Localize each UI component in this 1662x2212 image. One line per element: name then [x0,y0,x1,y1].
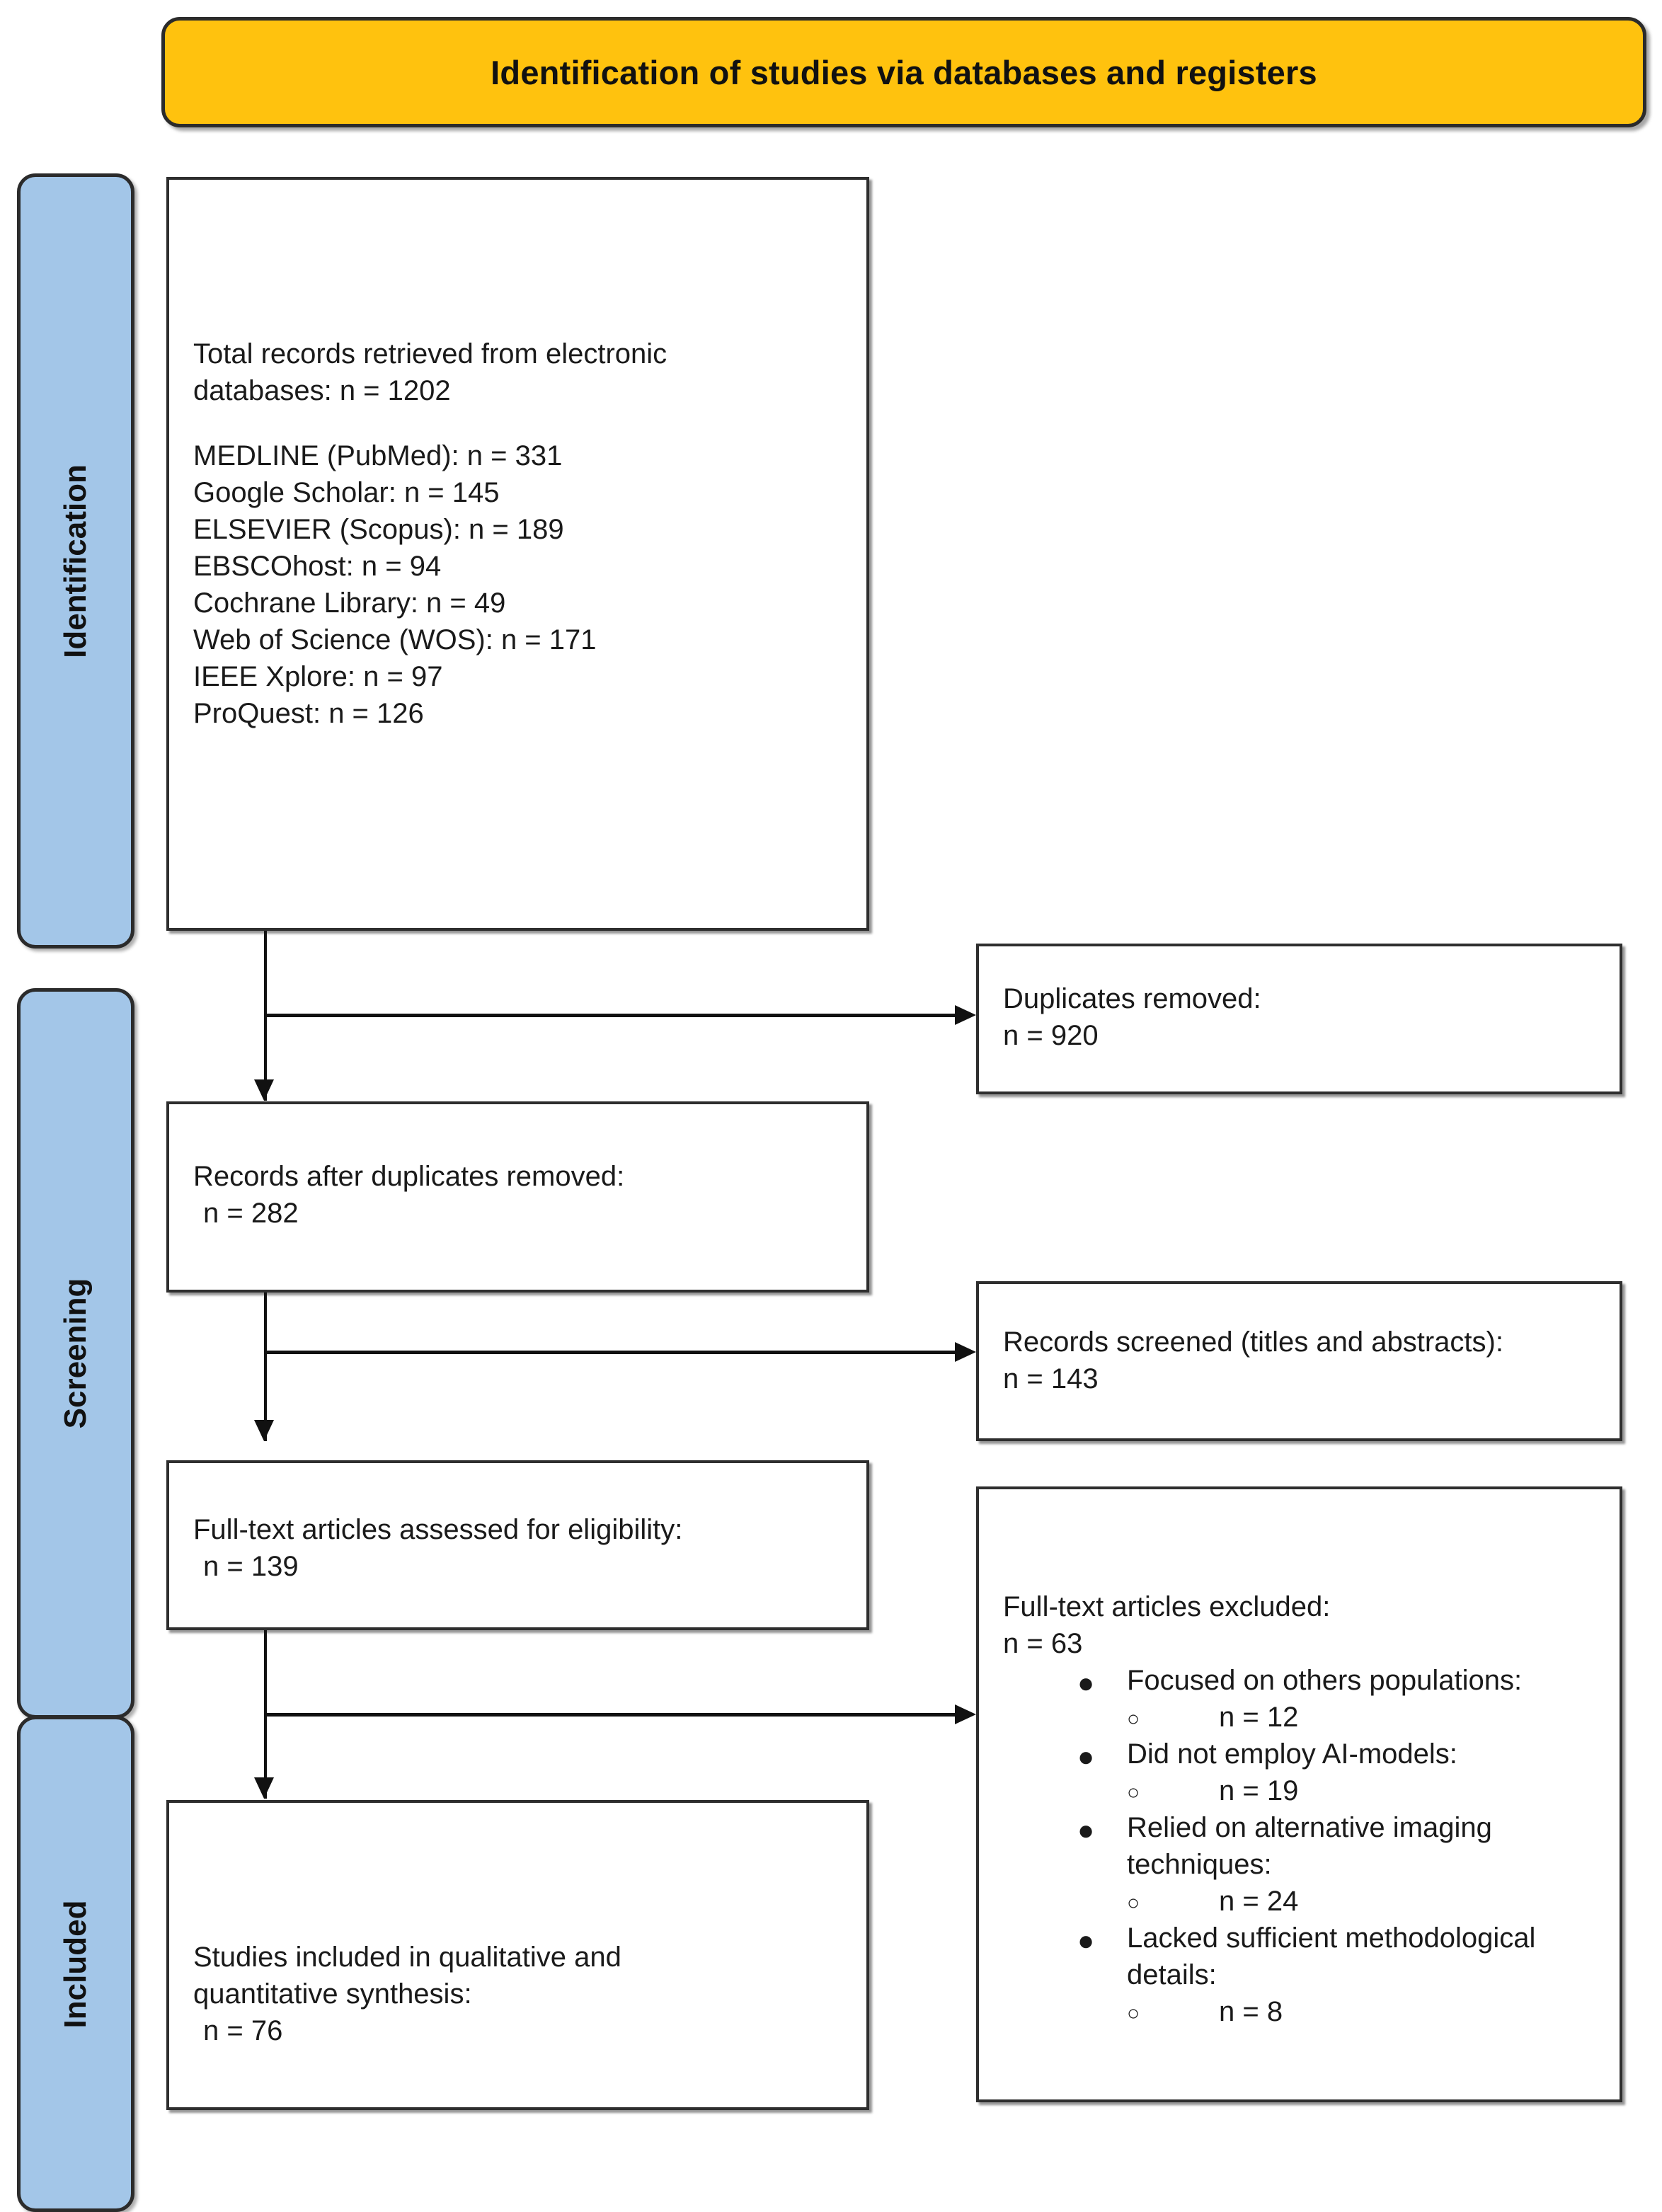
exclusion-reason-sub: ○ n = 12 [1127,1699,1595,1736]
fulltext-excluded-label: Full-text articles excluded: [1003,1591,1331,1622]
bullet-filled-icon: ● [1077,1925,1095,1956]
stage-screening: Screening [17,988,134,1719]
bullet-filled-icon: ● [1077,1741,1095,1772]
records-retrieved-title-line2: databases: n = 1202 [193,375,451,406]
exclusion-reason-count: n = 12 [1219,1702,1299,1733]
records-retrieved-title-line1: Total records retrieved from electronic [193,338,667,369]
bullet-hollow-icon: ○ [1127,2002,1140,2025]
records-screened-count: n = 143 [1003,1363,1099,1394]
exclusion-reason-count: n = 24 [1219,1886,1299,1917]
database-row: ProQuest: n = 126 [193,698,424,729]
duplicates-removed-label: Duplicates removed: [1003,983,1261,1014]
exclusion-reason-text: Focused on others populations: [1127,1665,1523,1696]
fulltext-assessed-label: Full-text articles assessed for eligibil… [193,1514,683,1545]
connector-arrowhead-right-3 [955,1704,976,1724]
exclusion-reason-list: ● Focused on others populations: ○ n = 1… [1003,1662,1595,2030]
exclusion-reason-count: n = 8 [1219,1996,1283,2027]
duplicates-removed-count: n = 920 [1003,1020,1099,1051]
connector-hline-2 [265,1351,956,1354]
database-row: Web of Science (WOS): n = 171 [193,624,597,655]
database-row: EBSCOhost: n = 94 [193,551,442,582]
bullet-filled-icon: ● [1077,1815,1095,1846]
box-studies-included: Studies included in qualitative and quan… [166,1800,869,2110]
connector-hline-1 [265,1014,956,1017]
box-duplicates-removed: Duplicates removed: n = 920 [976,944,1622,1094]
stage-included: Included [17,1716,134,2212]
connector-arrowhead-right-1 [955,1005,976,1025]
exclusion-reason-item: ● Focused on others populations: ○ n = 1… [1003,1662,1595,1736]
exclusion-reason-sub: ○ n = 8 [1127,1993,1595,2030]
box-records-after-duplicates: Records after duplicates removed: n = 28… [166,1101,869,1293]
stage-screening-label: Screening [58,1278,93,1429]
box-records-retrieved: Total records retrieved from electronic … [166,177,869,931]
connector-arrowhead-down-2 [254,1420,274,1441]
box-records-screened: Records screened (titles and abstracts):… [976,1281,1622,1441]
connector-arrowhead-right-2 [955,1342,976,1362]
diagram-header-banner: Identification of studies via databases … [161,17,1646,127]
exclusion-reason-item: ● Did not employ AI-models: ○ n = 19 [1003,1736,1595,1809]
diagram-title: Identification of studies via databases … [491,53,1317,91]
exclusion-reason-text: Relied on alternative imaging techniques… [1127,1812,1492,1880]
studies-included-label-line2: quantitative synthesis: [193,1978,472,2010]
exclusion-reason-text: Lacked sufficient methodological details… [1127,1922,1536,1990]
stage-identification-label: Identification [58,464,93,658]
exclusion-reason-item: ● Lacked sufficient methodological detai… [1003,1920,1595,2030]
exclusion-reason-item: ● Relied on alternative imaging techniqu… [1003,1809,1595,1920]
exclusion-reason-text: Did not employ AI-models: [1127,1738,1457,1770]
database-row: MEDLINE (PubMed): n = 331 [193,440,563,471]
bullet-filled-icon: ● [1077,1668,1095,1699]
bullet-hollow-icon: ○ [1127,1891,1140,1915]
fulltext-assessed-count: n = 139 [203,1551,299,1582]
connector-vline-2 [264,1293,267,1441]
stage-identification: Identification [17,173,134,949]
bullet-hollow-icon: ○ [1127,1781,1140,1804]
connector-hline-3 [265,1713,956,1717]
fulltext-excluded-count: n = 63 [1003,1628,1083,1659]
database-row: Cochrane Library: n = 49 [193,588,506,619]
bullet-hollow-icon: ○ [1127,1707,1140,1731]
box-fulltext-excluded: Full-text articles excluded: n = 63 ● Fo… [976,1486,1622,2102]
connector-arrowhead-down-1 [254,1079,274,1101]
records-screened-label: Records screened (titles and abstracts): [1003,1326,1503,1358]
exclusion-reason-sub: ○ n = 19 [1127,1772,1595,1809]
database-row: IEEE Xplore: n = 97 [193,661,443,692]
box-fulltext-assessed: Full-text articles assessed for eligibil… [166,1460,869,1630]
database-row: Google Scholar: n = 145 [193,477,500,508]
stage-included-label: Included [58,1900,93,2028]
studies-included-count: n = 76 [203,2015,283,2046]
records-after-duplicates-label: Records after duplicates removed: [193,1161,625,1192]
exclusion-reason-count: n = 19 [1219,1775,1299,1806]
connector-arrowhead-down-3 [254,1777,274,1799]
studies-included-label-line1: Studies included in qualitative and [193,1942,621,1973]
exclusion-reason-sub: ○ n = 24 [1127,1883,1595,1920]
records-after-duplicates-count: n = 282 [203,1198,299,1229]
database-row: ELSEVIER (Scopus): n = 189 [193,514,564,545]
